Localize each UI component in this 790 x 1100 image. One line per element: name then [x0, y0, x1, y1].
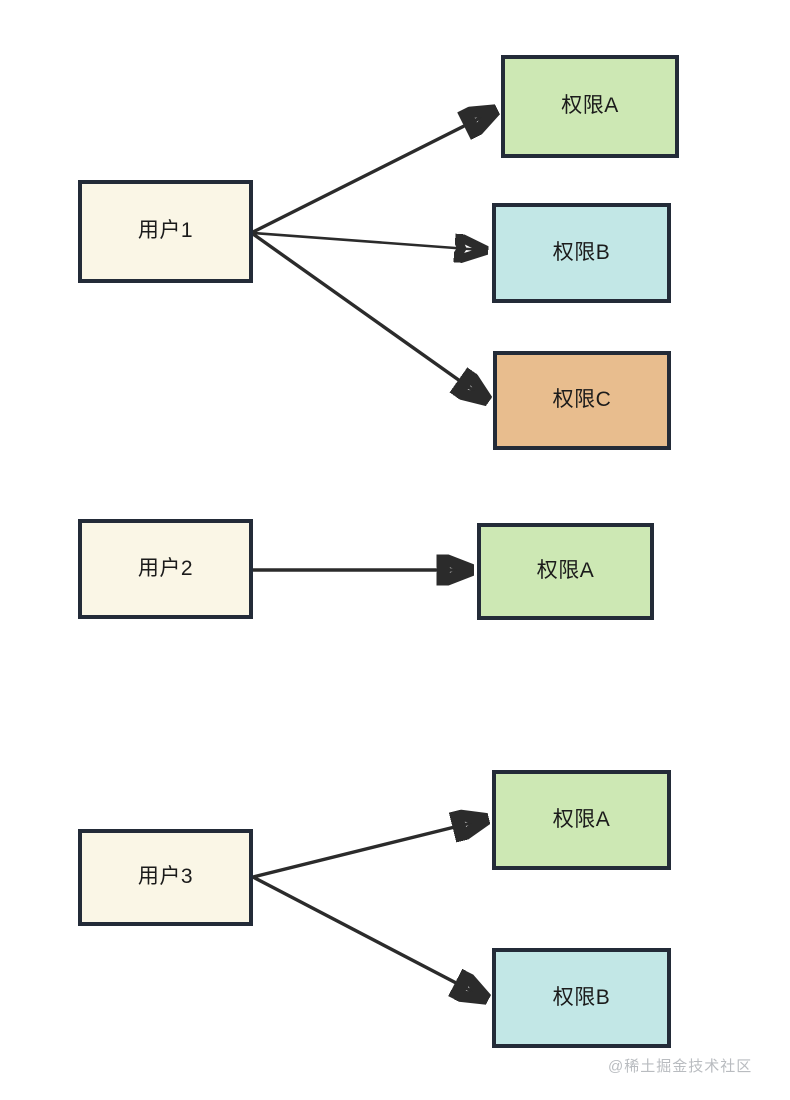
node-user-3[interactable]: 用户3: [78, 829, 253, 926]
watermark: @稀土掘金技术社区: [608, 1058, 753, 1075]
edge-user3-to-perm-b: [252, 875, 483, 997]
edge-user1-to-perm-a: [252, 112, 492, 234]
node-label: 用户1: [137, 219, 194, 242]
edge-user1-to-perm-c: [252, 232, 484, 398]
node-label: 用户3: [137, 865, 194, 888]
node-label: 权限B: [552, 240, 611, 264]
node-label: 权限B: [552, 985, 611, 1009]
node-permission-a-row2[interactable]: 权限A: [477, 523, 654, 620]
node-label: 权限A: [561, 94, 619, 117]
edge-user1-to-perm-b: [252, 231, 482, 250]
node-permission-c-row1[interactable]: 权限C: [493, 351, 671, 450]
node-permission-b-row1[interactable]: 权限B: [492, 203, 671, 303]
node-user-1[interactable]: 用户1: [78, 180, 253, 283]
edge-user3-to-perm-a: [252, 820, 483, 879]
node-label: 权限A: [536, 559, 595, 582]
node-permission-a-row3[interactable]: 权限A: [492, 770, 671, 870]
node-label: 权限C: [552, 388, 612, 411]
node-user-2[interactable]: 用户2: [78, 519, 253, 619]
node-label: 用户2: [137, 556, 194, 580]
node-permission-b-row3[interactable]: 权限B: [492, 948, 671, 1048]
node-permission-a-row1[interactable]: 权限A: [501, 55, 679, 158]
node-label: 权限A: [552, 807, 611, 831]
